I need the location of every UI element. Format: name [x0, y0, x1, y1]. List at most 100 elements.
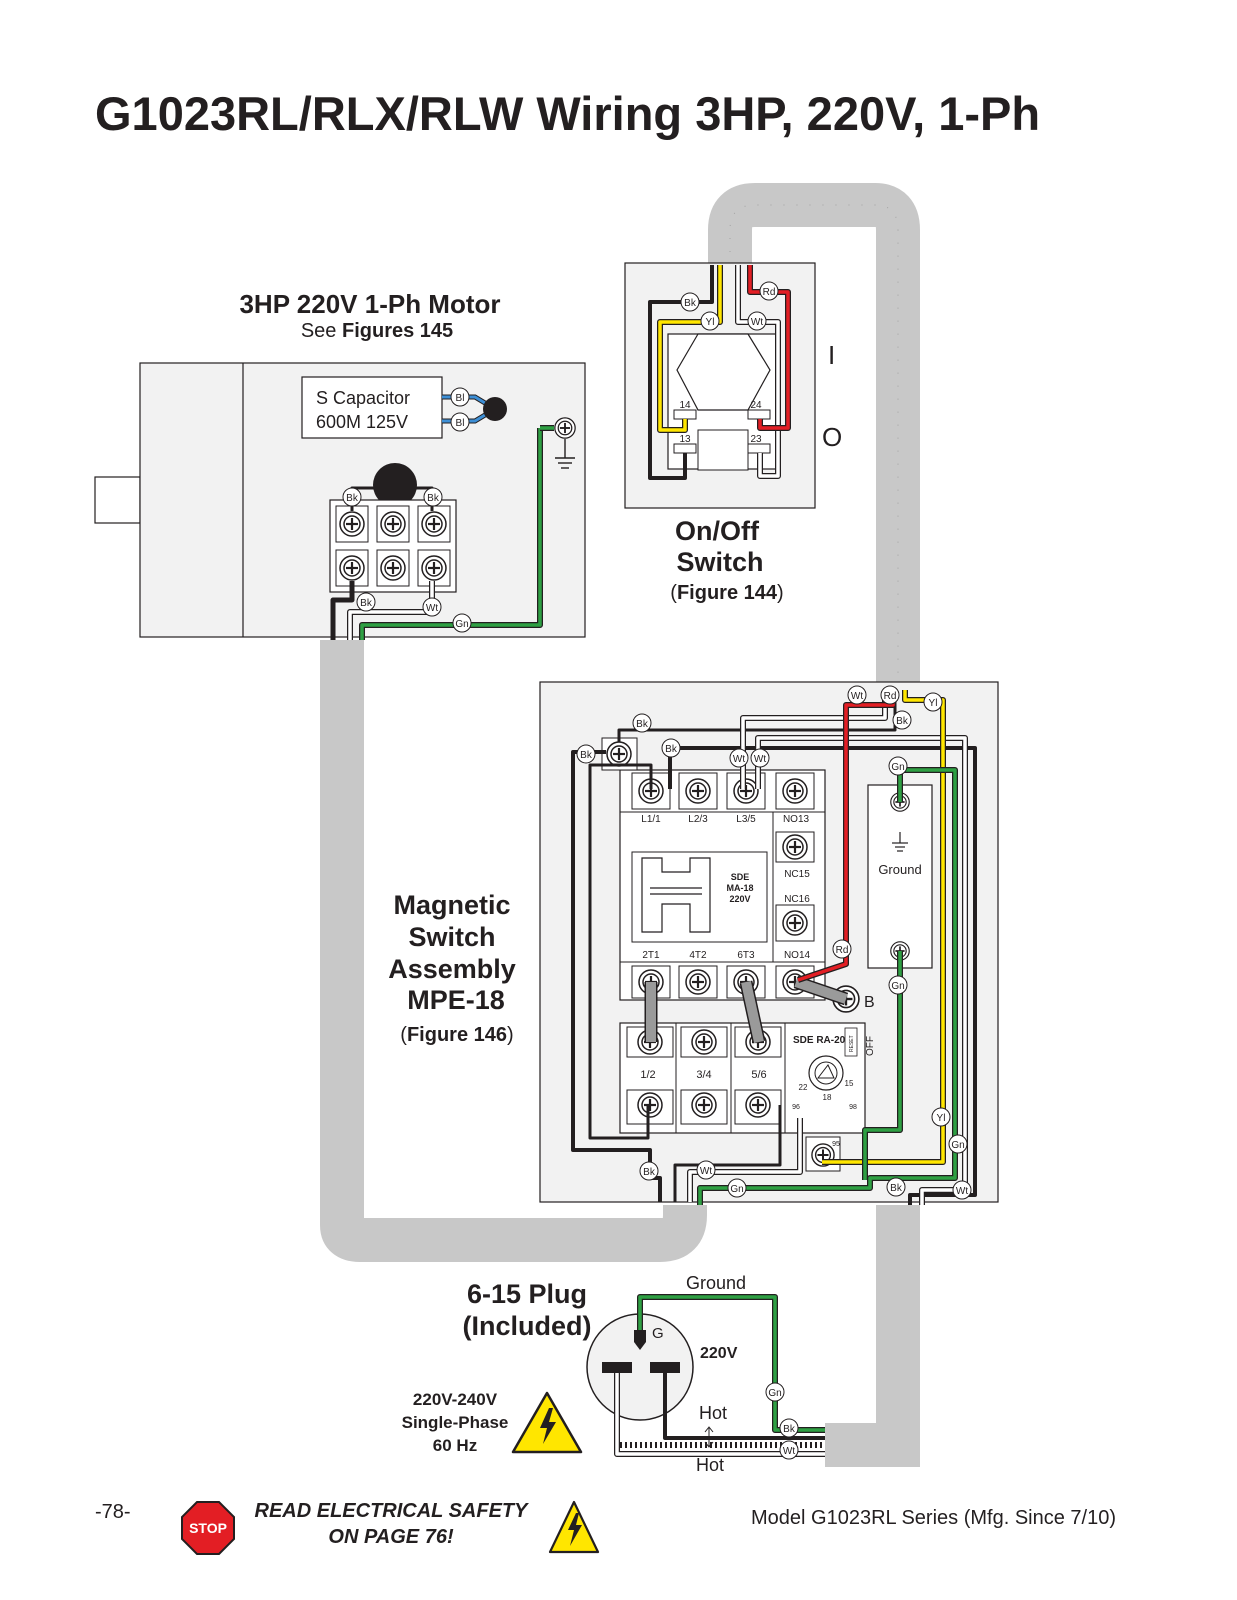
wire-tag: Bk	[639, 1161, 659, 1181]
dial-value-22: 22	[799, 1083, 808, 1092]
contactor-label-no14: NO14	[784, 950, 811, 961]
svg-text:Wt: Wt	[426, 603, 438, 614]
contactor-label-nc15: NC15	[784, 869, 810, 880]
dial-value-18: 18	[823, 1093, 832, 1102]
svg-text:Rd: Rd	[763, 287, 776, 298]
svg-text:Bk: Bk	[684, 298, 697, 309]
capacitor-label: S Capacitor	[316, 388, 410, 408]
overload-label-1: 1/2	[640, 1069, 655, 1081]
svg-text:Bk: Bk	[580, 750, 593, 761]
svg-text:Bl: Bl	[456, 393, 465, 404]
svg-text:Wt: Wt	[754, 754, 766, 765]
svg-text:Bk: Bk	[665, 744, 678, 755]
wire-tag: Wt	[422, 597, 442, 617]
contactor-model-2: MA-18	[726, 883, 753, 893]
svg-text:Bk: Bk	[896, 716, 909, 727]
switch-terminal-14: 14	[679, 400, 691, 411]
svg-text:Wt: Wt	[733, 754, 745, 765]
onoff-title-2: Switch	[676, 547, 763, 577]
overload-model: SDE RA-20	[793, 1035, 846, 1046]
wire-tag: Gn	[888, 756, 908, 776]
svg-text:Bk: Bk	[636, 719, 649, 730]
wire-tag: Bl	[450, 412, 470, 432]
switch-wires	[648, 265, 791, 480]
wire-tag: Bk	[680, 292, 700, 312]
wire-tag: Bk	[632, 713, 652, 733]
panel-wires	[571, 690, 977, 1205]
motor-figure-ref: See Figures 145	[301, 320, 453, 342]
overload-off: OFF	[865, 1036, 876, 1056]
plug-g-label: G	[652, 1325, 664, 1342]
capacitor-rating: 600M 125V	[316, 412, 408, 432]
magnetic-title-4: MPE-18	[407, 985, 505, 1015]
svg-text:Gn: Gn	[455, 619, 468, 630]
motor: 3HP 220V 1-Ph Motor See Figures 145 S Ca…	[94, 289, 586, 638]
magnetic-title-1: Magnetic	[393, 890, 510, 920]
contactor-label-l1: L1/1	[641, 814, 661, 825]
svg-text:Bk: Bk	[346, 493, 359, 504]
footer-model: Model G1023RL Series (Mfg. Since 7/10)	[751, 1507, 1116, 1529]
wire-tag: Wt	[779, 1440, 799, 1460]
capacitor-terminal	[483, 397, 507, 421]
motor-shaft	[94, 476, 141, 524]
stop-label: STOP	[189, 1520, 227, 1536]
wire-tag: Wt	[729, 748, 749, 768]
power-line1: 220V-240V	[413, 1390, 498, 1409]
svg-text:Gn: Gn	[768, 1388, 781, 1399]
svg-text:Yl: Yl	[937, 1113, 946, 1124]
wire-tag: Wt	[696, 1160, 716, 1180]
wire-tag: Bk	[886, 1177, 906, 1197]
switch-terminal-23: 23	[750, 434, 762, 445]
contactor-model-1: SDE	[731, 872, 750, 882]
svg-text:Wt: Wt	[956, 1186, 968, 1197]
overload-label-2: 3/4	[696, 1069, 711, 1081]
conduits	[320, 183, 920, 1467]
magnetic-title-2: Switch	[408, 922, 495, 952]
plug: 6-15 Plug (Included) G Ground 220V Hot H…	[402, 1273, 746, 1475]
contactor-label-6t3: 6T3	[737, 950, 755, 961]
wire-tag: Yl	[700, 311, 720, 331]
wire-tag: Yl	[923, 692, 943, 712]
onoff-title-1: On/Off	[675, 516, 760, 546]
svg-text:Wt: Wt	[700, 1166, 712, 1177]
on-symbol: I	[828, 340, 835, 370]
conduit-motor-to-panel	[320, 640, 707, 1262]
wire-tag: Bk	[423, 487, 443, 507]
plug-ground-label: Ground	[686, 1273, 746, 1293]
wire-tag: Bk	[661, 738, 681, 758]
switch-terminal-13: 13	[679, 434, 691, 445]
svg-text:Bk: Bk	[360, 598, 373, 609]
wire-tag: Rd	[759, 281, 779, 301]
plug-title-1: 6-15 Plug	[467, 1279, 587, 1309]
conduit-panel-to-plug	[825, 1205, 920, 1467]
capacitor-box	[301, 376, 443, 439]
svg-text:Gn: Gn	[891, 762, 904, 773]
svg-text:Bk: Bk	[890, 1183, 903, 1194]
safety-line1: READ ELECTRICAL SAFETY	[255, 1500, 530, 1522]
plug-voltage-label: 220V	[700, 1345, 738, 1362]
dial-value-15: 15	[845, 1079, 854, 1088]
aux-label-98: 98	[849, 1104, 857, 1111]
page-title: G1023RL/RLX/RLW Wiring 3HP, 220V, 1-Ph	[95, 87, 1040, 140]
wire-tag: Rd	[880, 685, 900, 705]
svg-text:Bk: Bk	[643, 1167, 656, 1178]
wire-tag: Bk	[779, 1418, 799, 1438]
wire-tag: Bk	[576, 744, 596, 764]
aux-label-95: 95	[832, 1141, 840, 1148]
contactor-label-no13: NO13	[783, 814, 810, 825]
motor-title: 3HP 220V 1-Ph Motor	[239, 289, 500, 319]
wire-tag: Wt	[750, 748, 770, 768]
plug-hot-lower: Hot	[696, 1455, 724, 1475]
svg-text:Gn: Gn	[891, 981, 904, 992]
contactor-label-l3: L3/5	[736, 814, 756, 825]
wire-tag: Gn	[948, 1134, 968, 1154]
contactor-model-3: 220V	[729, 894, 750, 904]
svg-text:Wt: Wt	[851, 691, 863, 702]
wire-tag: Bk	[892, 710, 912, 730]
onoff-figure-ref: (Figure 144)	[670, 582, 783, 604]
wire-tag: Gn	[452, 613, 472, 633]
contactor-label-2t1: 2T1	[642, 950, 660, 961]
contactor-label-nc16: NC16	[784, 894, 810, 905]
svg-text:Rd: Rd	[836, 945, 849, 956]
